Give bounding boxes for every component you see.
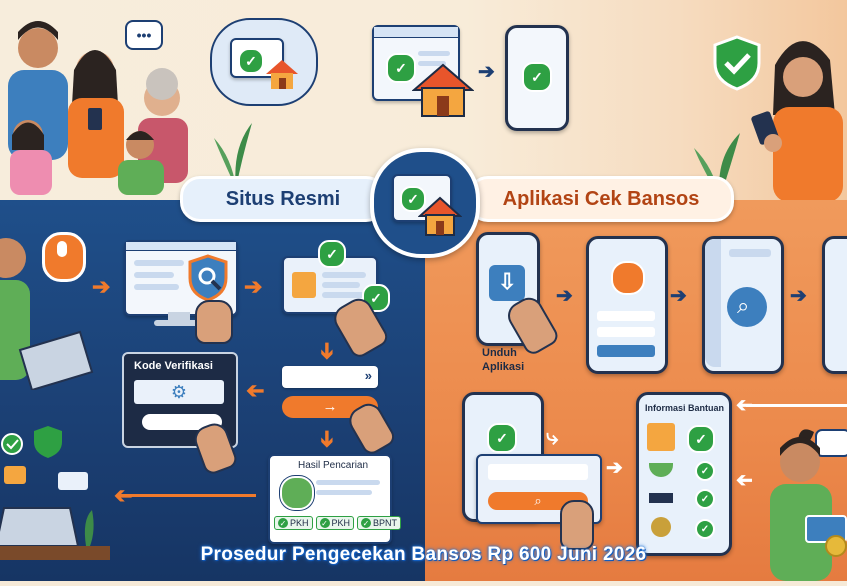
house-icon — [412, 63, 474, 117]
shield-icon — [713, 35, 761, 91]
label-situs-resmi: Situs Resmi — [180, 176, 386, 222]
arrow-icon: ➔ — [736, 469, 753, 491]
search-icon: ⌕ — [737, 293, 750, 318]
arrow-icon: ➔ — [114, 484, 133, 509]
shield-search-icon — [188, 254, 228, 302]
footer-title: Prosedur Pengecekan Bansos Rp 600 Juni 2… — [200, 544, 647, 565]
phone-search: ⌕ — [702, 236, 784, 374]
check-icon: ✓ — [487, 423, 517, 453]
arrow-icon: ➔ — [556, 285, 573, 307]
family-illustration — [0, 10, 215, 195]
long-arrow-left — [120, 494, 256, 497]
search-result-card: Hasil Pencarian ✓PKH ✓PKH ✓BPNT — [268, 454, 402, 544]
arrow-icon: ➔ — [606, 457, 623, 479]
phone-result-partial — [822, 236, 847, 374]
gear-button[interactable]: ⚙ — [134, 380, 224, 404]
woman-with-phone-illustration — [745, 25, 847, 202]
gear-icon: ⚙ — [170, 381, 188, 402]
long-arrow-left — [746, 404, 847, 407]
arrow-icon: ➔ — [736, 394, 753, 416]
house-icon — [418, 196, 462, 236]
center-badge: ✓ — [370, 148, 480, 258]
download-icon: ⇩ — [498, 269, 517, 294]
hand-pointer-icon — [560, 500, 594, 550]
result-tag: ✓BPNT — [357, 516, 402, 530]
arrow-icon: ➔ — [92, 274, 111, 299]
hand-pointer-icon — [195, 300, 233, 344]
check-icon: ✓ — [695, 461, 715, 481]
check-icon: ✓ — [362, 284, 390, 312]
arrow-icon: ➔ — [315, 341, 341, 361]
arrow-icon: ⤷ — [546, 424, 559, 449]
chat-icon: ••• — [125, 20, 163, 50]
monitor-base — [154, 320, 206, 326]
verification-title: Kode Verifikasi — [134, 360, 213, 372]
man-at-laptop-illustration — [0, 230, 95, 392]
aplikasi-text: Aplikasi Cek Bansos — [502, 187, 700, 210]
arrow-icon: ➔ — [244, 274, 263, 299]
arrow-icon: ➔ — [315, 429, 341, 449]
food-bowl-icon — [649, 463, 673, 477]
website-thought-bubble: ✓ — [210, 18, 318, 106]
info-title: Informasi Bantuan — [645, 403, 725, 413]
check-icon: ✓ — [238, 48, 264, 74]
mouse-icon — [42, 232, 86, 282]
check-icon: ✓ — [695, 489, 715, 509]
user-avatar — [280, 476, 314, 510]
arrow-icon: ➔ — [670, 285, 687, 307]
label-aplikasi-cek-bansos: Aplikasi Cek Bansos — [468, 176, 734, 222]
phone-info-bantuan: Informasi Bantuan ✓ ✓ ✓ ✓ — [636, 392, 732, 556]
check-icon: ✓ — [695, 519, 715, 539]
desktop-monitor — [124, 240, 238, 316]
result-title: Hasil Pencarian — [298, 460, 369, 471]
double-arrow-icon: » — [364, 368, 372, 383]
monitor-stand — [168, 312, 190, 322]
check-icon: ✓ — [687, 425, 715, 453]
search-field[interactable]: » — [282, 366, 378, 388]
check-icon: ✓ — [386, 53, 416, 83]
result-tag: ✓PKH — [315, 516, 355, 530]
download-label: Unduh Aplikasi — [482, 347, 525, 373]
arrow-icon: ➔ — [790, 285, 807, 307]
phone-check: ✓ — [505, 25, 569, 131]
house-icon — [266, 60, 298, 89]
man-with-card-illustration — [756, 420, 847, 581]
money-bag-icon — [651, 517, 671, 537]
phone-login — [586, 236, 668, 374]
check-icon: ✓ — [318, 240, 346, 268]
situs-resmi-text: Situs Resmi — [225, 187, 341, 210]
graduation-cap-icon — [649, 493, 673, 503]
check-icon: ✓ — [522, 62, 552, 92]
form-input[interactable] — [488, 464, 588, 480]
arrow-icon: ➔ — [246, 379, 265, 404]
result-tag: ✓PKH — [274, 516, 313, 530]
arrow-icon: ➔ — [478, 61, 495, 83]
security-laptop-illustration — [0, 420, 110, 560]
check-icon: ✓ — [400, 186, 426, 212]
verification-card: Kode Verifikasi ⚙ — [122, 352, 238, 448]
